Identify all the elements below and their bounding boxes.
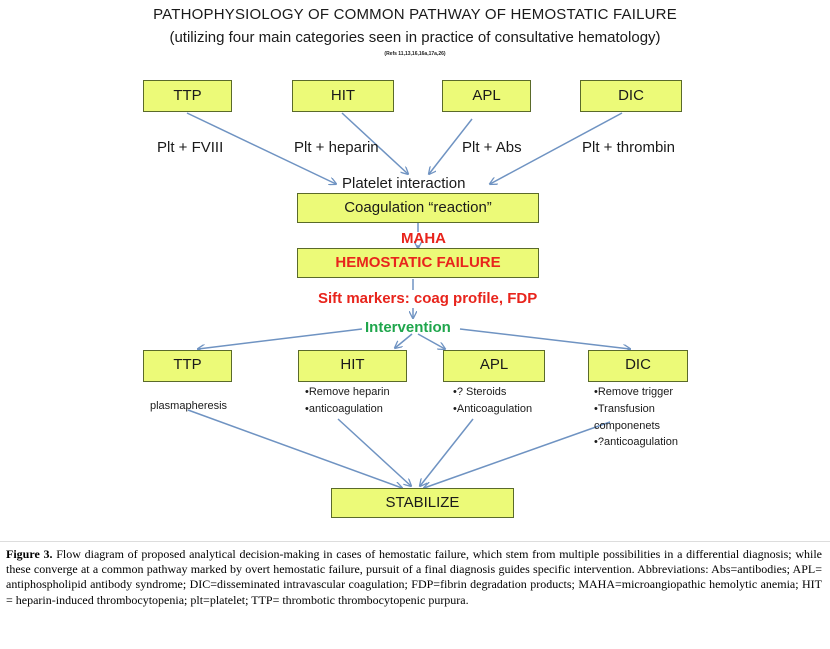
treatment-hit-1: •Remove heparin	[305, 386, 390, 398]
arrow-intervention-to-hit	[395, 333, 413, 348]
arrow-intervention-to-ttp	[198, 328, 363, 349]
bottom-box-apl: APL	[443, 350, 545, 382]
diagram-subtitle: (utilizing four main categories seen in …	[169, 29, 661, 46]
treatment-ttp-1: plasmapheresis	[150, 400, 228, 412]
references: (Refs 11,13,16,16a,17a,26)	[384, 51, 446, 57]
top-box-dic: DIC	[580, 80, 682, 112]
bottom-box-ttp: TTP	[143, 350, 232, 382]
top-box-ttp: TTP	[143, 80, 232, 112]
treatment-hit-2: •anticoagulation	[305, 403, 383, 415]
treatment-dic-2: •Transfusion	[594, 403, 655, 415]
treatment-apl-1: •? Steroids	[453, 386, 507, 398]
intervention-label: Intervention	[365, 319, 451, 336]
sift-markers-label: Sift markers: coag profile, FDP	[318, 290, 538, 307]
arrow-hit-to-platelet	[341, 112, 408, 174]
mechanism-apl: Plt + Abs	[462, 139, 522, 156]
arrow-ttp-to-platelet	[186, 112, 336, 184]
arrow-ttp-to-stabilize	[187, 409, 402, 488]
coagulation-reaction-box: Coagulation “reaction”	[297, 193, 539, 223]
arrow-intervention-to-dic	[459, 328, 630, 349]
top-box-apl: APL	[442, 80, 531, 112]
treatment-dic-1: •Remove trigger	[594, 386, 674, 398]
arrow-dic-to-platelet	[490, 112, 623, 184]
arrow-apl-to-stabilize	[420, 418, 474, 486]
treatment-dic-4: •?anticoagulation	[594, 436, 678, 448]
caption-text: Flow diagram of proposed analytical deci…	[6, 547, 822, 607]
treatment-dic-3: componenets	[594, 420, 661, 432]
figure-caption: Figure 3. Flow diagram of proposed analy…	[6, 547, 822, 608]
top-box-hit: HIT	[292, 80, 394, 112]
mechanism-dic: Plt + thrombin	[582, 139, 675, 156]
mechanism-hit: Plt + heparin	[294, 139, 379, 156]
arrow-hit-to-stabilize	[337, 418, 411, 486]
connector-arrows	[186, 112, 830, 540]
maha-label: MAHA	[401, 230, 446, 247]
caption-label: Figure 3.	[6, 547, 53, 561]
arrow-apl-to-platelet	[429, 118, 473, 174]
platelet-interaction: Platelet interaction	[342, 175, 466, 192]
bottom-box-hit: HIT	[298, 350, 407, 382]
mechanism-ttp: Plt + FVIII	[157, 139, 224, 156]
hemostatic-failure-box: HEMOSTATIC FAILURE	[297, 248, 539, 278]
diagram-title: PATHOPHYSIOLOGY OF COMMON PATHWAY OF HEM…	[153, 6, 677, 23]
arrow-intervention-to-apl	[417, 333, 445, 349]
caption-divider	[0, 541, 830, 542]
bottom-box-dic: DIC	[588, 350, 688, 382]
treatment-apl-2: •Anticoagulation	[453, 403, 533, 415]
arrow-dic-to-stabilize	[424, 421, 611, 488]
stabilize-box: STABILIZE	[331, 488, 514, 518]
